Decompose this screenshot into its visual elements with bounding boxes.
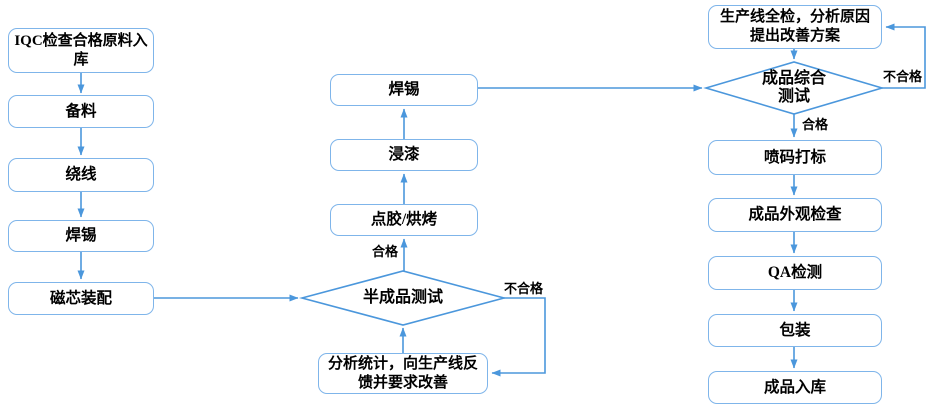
node-soldering-2: 焊锡 [330, 74, 478, 106]
decision-semi-finished-test-label: 半成品测试 [362, 289, 443, 307]
node-feedback-improve: 分析统计，向生产线反馈并要求改善 [318, 353, 488, 394]
node-packaging: 包装 [708, 314, 882, 347]
decision-final-test-label: 成品综合测试 [761, 70, 826, 105]
node-varnish-dipping: 浸漆 [330, 139, 478, 171]
node-finished-storage: 成品入库 [708, 371, 882, 404]
node-glue-baking: 点胶/烘烤 [330, 204, 478, 236]
edge-label-fail-middle: 不合格 [504, 281, 544, 296]
node-iqc-storage: IQC检查合格原料入库 [8, 28, 154, 73]
node-prepare-material: 备料 [8, 95, 154, 128]
node-appearance-inspection: 成品外观检查 [708, 198, 882, 232]
node-soldering: 焊锡 [8, 220, 154, 252]
node-core-assembly: 磁芯装配 [8, 282, 154, 315]
node-fullcheck-improvement: 生产线全检，分析原因提出改善方案 [708, 5, 882, 49]
arrow-final-test-fail-to-improvement [882, 23, 926, 89]
node-qa-inspection: QA检测 [708, 256, 882, 290]
edge-label-pass-middle: 合格 [371, 244, 398, 259]
node-winding: 绕线 [8, 158, 154, 192]
arrow-semi-test-fail-to-feedback [491, 297, 546, 377]
node-inkjet-marking: 喷码打标 [708, 140, 882, 175]
edge-label-fail-right: 不合格 [883, 69, 923, 84]
edge-label-pass-right: 合格 [802, 117, 829, 132]
